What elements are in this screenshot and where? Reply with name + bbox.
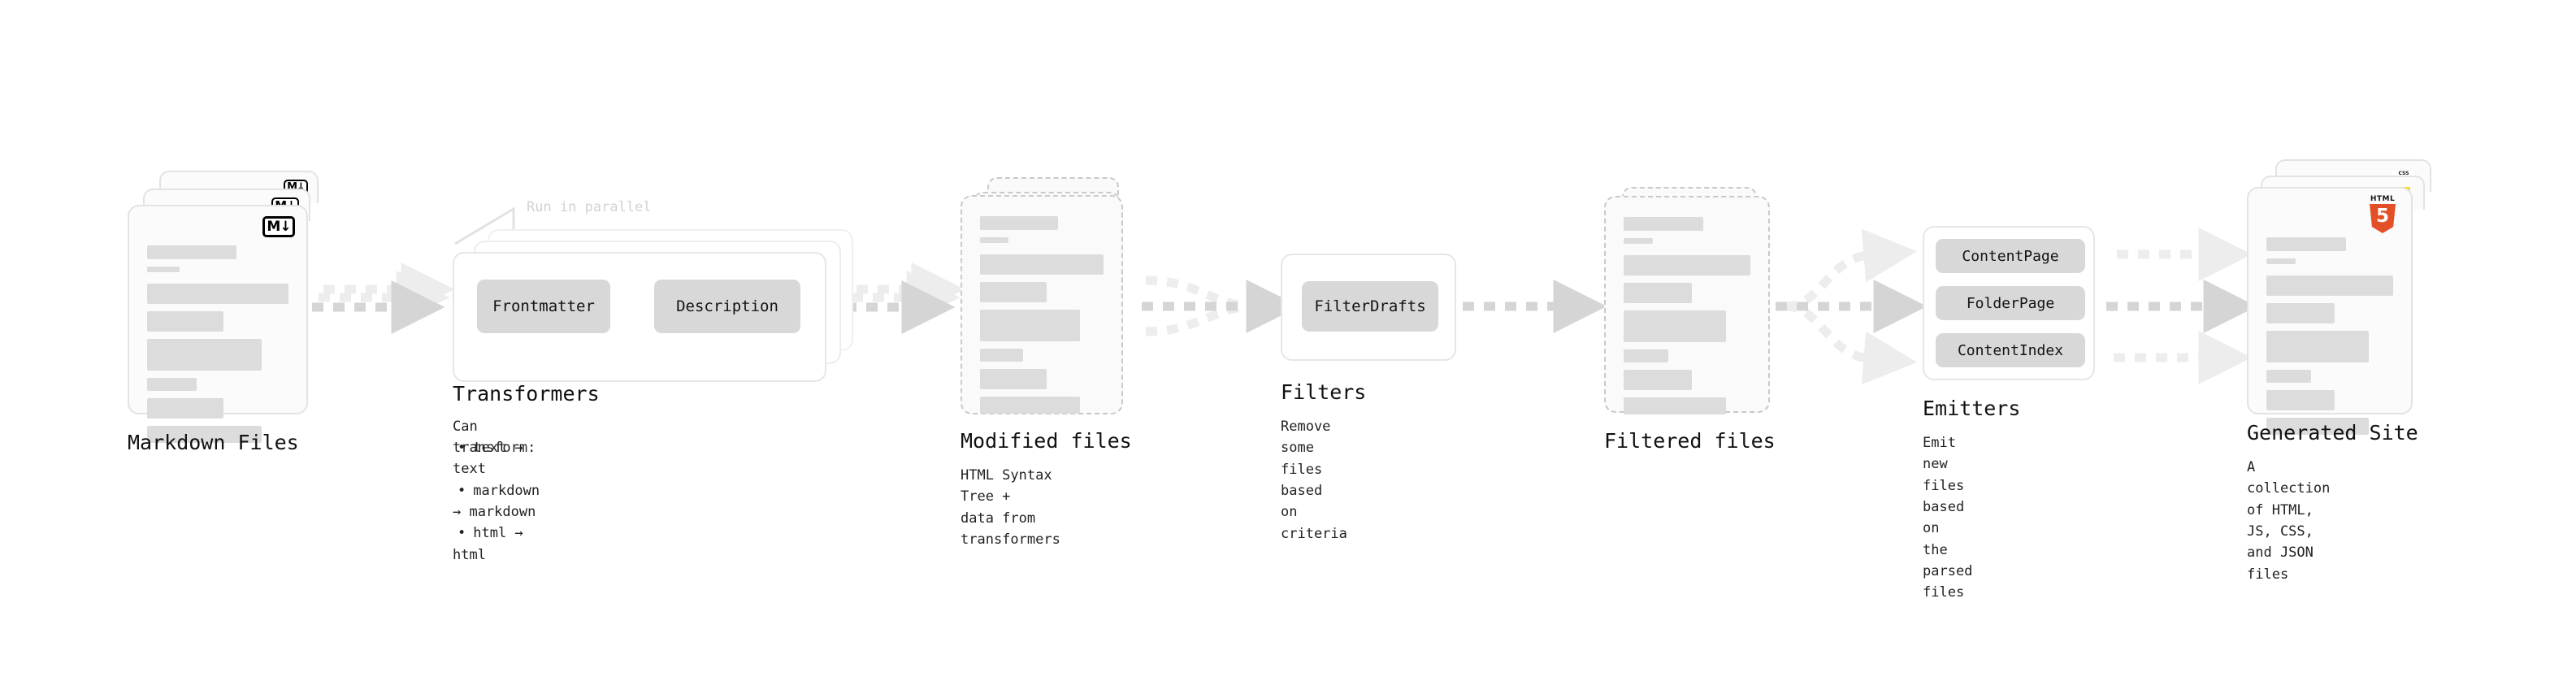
skeleton-bar	[980, 397, 1081, 414]
pill-folderpage[interactable]: FolderPage	[1936, 286, 2085, 320]
markdown-icon: M↓	[262, 216, 295, 237]
skeleton-bar	[2266, 237, 2347, 251]
transformer-bullet: markdown → markdown	[453, 480, 540, 523]
skeleton-bar	[980, 369, 1047, 389]
skeleton-bar	[2266, 275, 2393, 296]
skeleton-bar	[980, 237, 1008, 243]
modified-card-front	[961, 195, 1123, 414]
filtered-card-front	[1604, 196, 1770, 414]
pill-contentpage[interactable]: ContentPage	[1936, 239, 2085, 273]
transformer-bullet: html → html	[453, 523, 540, 566]
transformer-bullet: text → text	[453, 437, 540, 480]
html5-icon: HTML 5	[2366, 195, 2400, 234]
skeleton-bar	[980, 254, 1104, 275]
html5-icon-shield: 5	[2370, 204, 2396, 233]
stage-desc-filters: Remove some files based on criteria	[1281, 419, 1347, 542]
markdown-card-front: M↓	[128, 205, 308, 443]
filtered-skeleton	[1624, 217, 1750, 422]
site-skeleton	[2266, 237, 2393, 442]
skeleton-bar	[1624, 397, 1727, 414]
stage-desc-emitters: Emit new files based on the parsed files	[1923, 435, 1973, 601]
skeleton-bar	[980, 310, 1081, 341]
transformers-box-front: Frontmatter Description	[453, 252, 826, 382]
html5-icon-label: HTML	[2370, 195, 2396, 203]
stage-title-modified-files: Modified files	[961, 429, 1132, 453]
stage-title-generated-site: Generated Site	[2247, 421, 2418, 445]
skeleton-bar	[2266, 370, 2311, 383]
skeleton-bar	[1624, 217, 1704, 231]
skeleton-bar	[147, 311, 223, 332]
site-card-front: HTML 5	[2247, 187, 2413, 435]
skeleton-bar	[147, 284, 288, 304]
skeleton-bar	[2266, 390, 2335, 410]
stage-title-filtered-files: Filtered files	[1604, 429, 1776, 453]
skeleton-bar	[1624, 349, 1668, 362]
skeleton-bar	[980, 282, 1047, 302]
arrow-markdown-to-transformers	[312, 262, 455, 334]
stage-title-transformers: Transformers	[453, 382, 600, 406]
pill-filterdrafts[interactable]: FilterDrafts	[1302, 281, 1438, 332]
skeleton-bar	[1624, 283, 1693, 303]
skeleton-bar	[147, 378, 197, 391]
skeleton-bar	[1624, 370, 1693, 390]
skeleton-bar	[1624, 238, 1653, 244]
arrow-emitters-to-site	[2106, 228, 2257, 384]
pill-contentindex[interactable]: ContentIndex	[1936, 333, 2085, 367]
modified-skeleton	[980, 216, 1104, 421]
skeleton-bar	[2266, 418, 2370, 435]
stage-title-emitters: Emitters	[1923, 397, 2021, 420]
stage-desc-generated-site: A collection of HTML, JS, CSS, and JSON …	[2247, 459, 2331, 583]
skeleton-bar	[1624, 310, 1727, 342]
skeleton-bar	[1624, 255, 1750, 275]
skeleton-bar	[980, 349, 1024, 362]
skeleton-bar	[2266, 331, 2370, 362]
filters-box: FilterDrafts	[1281, 254, 1456, 361]
skeleton-bar	[147, 267, 180, 272]
markdown-skeleton	[147, 245, 288, 450]
skeleton-bar	[2266, 303, 2335, 323]
emitters-box: ContentPage FolderPage ContentIndex	[1923, 226, 2095, 380]
skeleton-bar	[980, 216, 1058, 230]
stage-title-markdown-files: Markdown Files	[128, 431, 299, 454]
skeleton-bar	[147, 245, 236, 259]
stage-title-filters: Filters	[1281, 380, 1367, 404]
run-in-parallel-label: Run in parallel	[527, 199, 652, 215]
stage-desc-modified-files: HTML Syntax Tree + data from transformer…	[961, 467, 1060, 549]
pill-frontmatter[interactable]: Frontmatter	[477, 280, 610, 333]
arrow-filtered-to-emitters	[1776, 228, 1928, 385]
skeleton-bar	[2266, 258, 2296, 264]
arrow-modified-to-filters	[1142, 275, 1300, 336]
pill-description[interactable]: Description	[654, 280, 800, 333]
skeleton-bar	[147, 339, 262, 371]
skeleton-bar	[147, 426, 262, 443]
skeleton-bar	[147, 398, 223, 419]
transformers-bullets: text → text markdown → markdown html → h…	[453, 437, 540, 566]
